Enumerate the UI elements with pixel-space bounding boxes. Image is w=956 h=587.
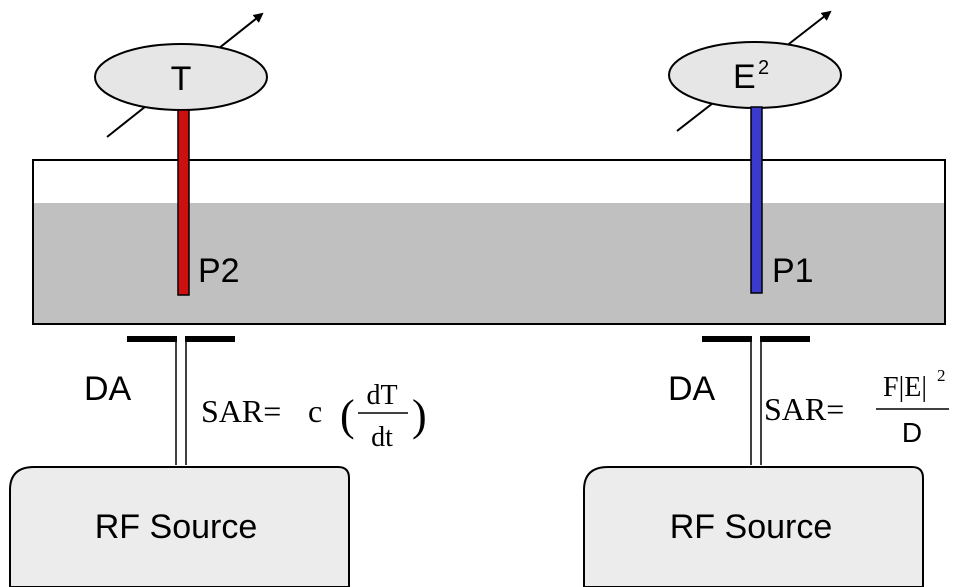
dipole-antenna-arm-left bbox=[127, 336, 177, 342]
dipole-antenna-arm-right bbox=[760, 336, 810, 342]
antenna-label-da: DA bbox=[668, 370, 716, 408]
dipole-antenna-arm-right bbox=[185, 336, 235, 342]
sar-equation-denominator: D bbox=[902, 417, 922, 448]
antenna-label-da: DA bbox=[84, 370, 132, 408]
rf-source-box bbox=[9, 466, 350, 587]
sar-equation-open-paren: ( bbox=[340, 391, 355, 440]
sar-equation-coef: c bbox=[308, 393, 322, 429]
sar-equation-numerator-superscript: 2 bbox=[937, 366, 946, 385]
sar-equation-numerator: dT bbox=[366, 380, 397, 411]
rf-source-label: RF Source bbox=[95, 508, 258, 546]
right-setup: E 2 P1 DA SAR= F|E| 2 D RF Source bbox=[583, 10, 949, 587]
sar-equation-close-paren: ) bbox=[412, 391, 427, 440]
probe-label-p1: P1 bbox=[772, 252, 814, 290]
sar-equation-denominator: dt bbox=[371, 422, 393, 453]
liquid-container bbox=[32, 159, 946, 325]
field-meter-label: E bbox=[733, 58, 756, 96]
temperature-probe bbox=[177, 109, 190, 296]
rf-source-label: RF Source bbox=[670, 508, 833, 546]
left-setup: T P2 DA SAR= c ( dT dt ) RF Source bbox=[9, 12, 427, 587]
field-meter-label-superscript: 2 bbox=[758, 57, 769, 79]
sar-equation-lhs: SAR= bbox=[764, 391, 844, 427]
sar-equation-lhs: SAR= bbox=[201, 393, 281, 429]
temperature-meter-label: T bbox=[171, 60, 192, 98]
rf-source-box bbox=[583, 466, 924, 587]
dipole-antenna-arm-left bbox=[702, 336, 752, 342]
sar-equation-numerator: F|E| bbox=[883, 372, 927, 403]
probe-label-p2: P2 bbox=[198, 252, 240, 290]
field-probe bbox=[750, 106, 763, 294]
